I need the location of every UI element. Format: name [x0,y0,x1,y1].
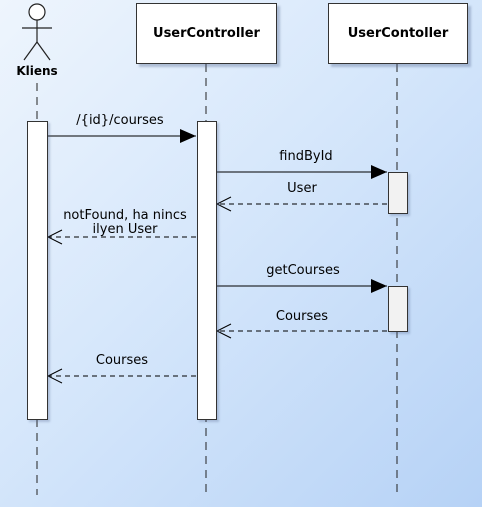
msg-arrowhead-notfound [46,229,63,245]
msg-arrowhead-courses-return2 [46,368,63,384]
actor-label: Kliens [16,64,58,78]
activation-bar-ctrl1 [197,121,217,420]
actor-icon [22,3,52,61]
msg-arrowhead-getcourses [371,279,387,293]
msg-arrowhead-user [215,196,232,212]
participant-user-controller: UserController [136,3,277,64]
msg-label-courses-return1: Courses [275,309,329,324]
msg-label-user: User [287,181,317,196]
activation-bar-ctrl2-a [388,172,408,214]
activation-bar-ctrl2-b [388,286,408,332]
msg-label-getcourses: getCourses [266,263,340,278]
msg-label-notfound-2: ilyen User [92,222,158,237]
participant-user-contoller: UserContoller [328,3,468,64]
msg-arrowhead-findbyid [371,165,387,179]
msg-label-courses-return2: Courses [95,353,149,368]
msg-label-courses-path: /{id}/courses [76,113,164,128]
msg-label-notfound-1: notFound, ha nincs [63,208,187,223]
msg-label-findbyid: findById [279,149,333,164]
msg-arrowhead-courses [180,129,196,143]
msg-arrowhead-courses-return1 [215,323,232,339]
activation-bar-client [27,121,48,420]
